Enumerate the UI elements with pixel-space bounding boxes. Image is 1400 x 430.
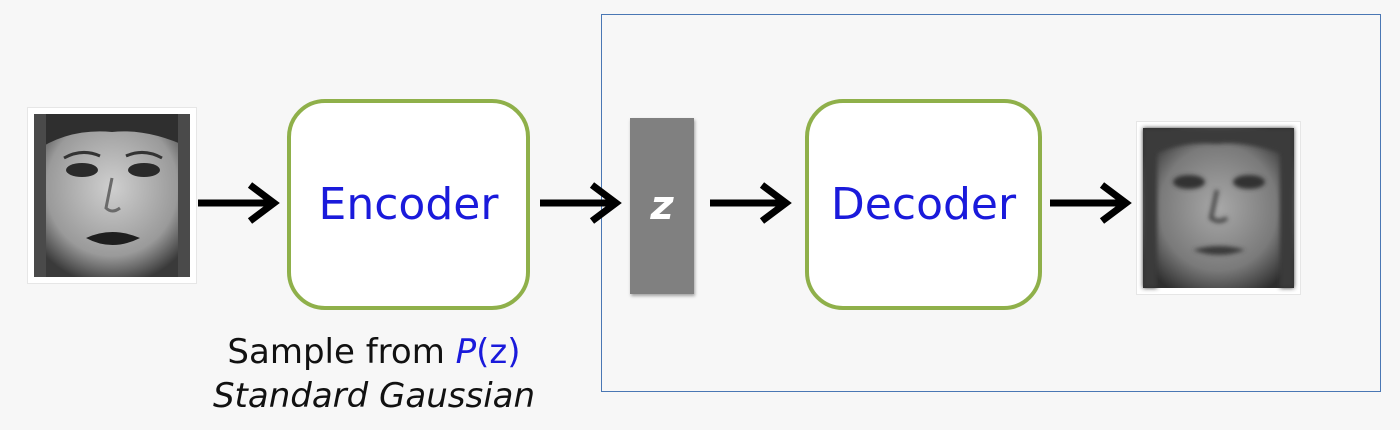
latent-z-vector: z <box>630 118 694 294</box>
arrow-latent-to-decoder <box>710 180 794 226</box>
decoder-label: Decoder <box>830 179 1017 230</box>
caption-p-symbol: P <box>455 332 477 372</box>
latent-z-label: z <box>650 183 674 229</box>
caption-p-argument: (z) <box>476 332 521 372</box>
arrow-encoder-to-latent <box>540 180 624 226</box>
encoder-block: Encoder <box>287 99 530 310</box>
decoder-block: Decoder <box>805 99 1042 310</box>
arrow-input-to-encoder <box>198 180 282 226</box>
caption-prefix: Sample from <box>227 332 456 372</box>
encoder-label: Encoder <box>318 179 499 230</box>
output-face-image <box>1137 122 1300 294</box>
caption-line-2: Standard Gaussian <box>212 376 536 416</box>
input-face-image <box>28 108 196 283</box>
arrow-decoder-to-output <box>1050 180 1134 226</box>
caption-line-1: Sample from P(z) <box>194 330 554 374</box>
sampling-caption: Sample from P(z) Standard Gaussian <box>194 330 554 418</box>
